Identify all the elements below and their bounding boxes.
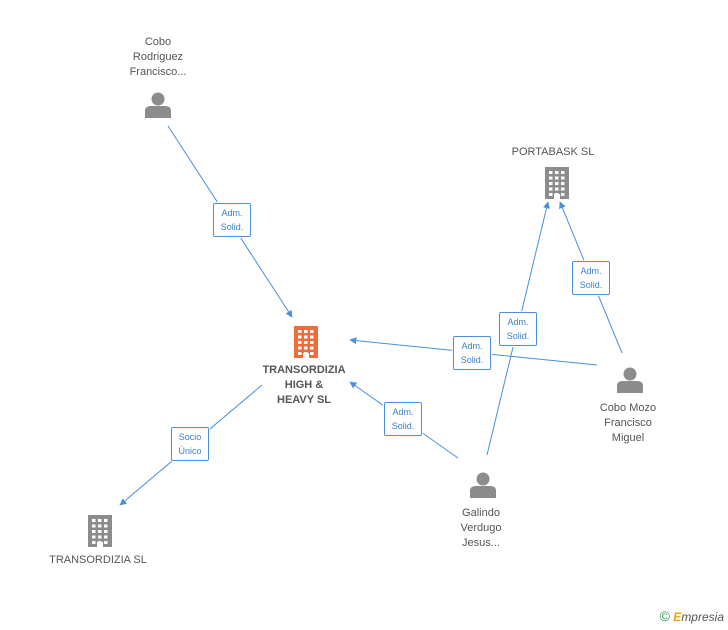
footer-brand: © Empresia: [660, 608, 724, 624]
node-label-cobo_rodriguez[interactable]: Cobo Rodriguez Francisco...: [129, 36, 187, 78]
person-icon[interactable]: [145, 92, 171, 119]
person-icon[interactable]: [617, 367, 643, 394]
person-icon[interactable]: [470, 472, 496, 499]
node-label-cobo_mozo[interactable]: Cobo Mozo Francisco Miguel: [599, 402, 657, 444]
brand-initial: E: [673, 610, 682, 624]
building-icon[interactable]: [294, 326, 318, 358]
node-label-transordizia_sl[interactable]: TRANSORDIZIA SL: [49, 554, 147, 566]
edge-label[interactable]: Adm. Solid.: [213, 203, 251, 237]
edge-label[interactable]: Adm. Solid.: [499, 312, 537, 346]
copyright-symbol: ©: [659, 608, 670, 624]
edge-label[interactable]: Socio Único: [171, 427, 209, 461]
building-icon[interactable]: [88, 515, 112, 547]
node-label-portabask[interactable]: PORTABASK SL: [511, 146, 595, 158]
node-label-transordizia_high[interactable]: TRANSORDIZIA HIGH & HEAVY SL: [262, 364, 346, 406]
building-icon[interactable]: [545, 167, 569, 199]
edge-label[interactable]: Adm. Solid.: [384, 402, 422, 436]
brand-name: mpresia: [681, 610, 724, 624]
node-label-galindo[interactable]: Galindo Verdugo Jesus...: [460, 507, 502, 549]
edge-label[interactable]: Adm. Solid.: [572, 261, 610, 295]
edge-label[interactable]: Adm. Solid.: [453, 336, 491, 370]
